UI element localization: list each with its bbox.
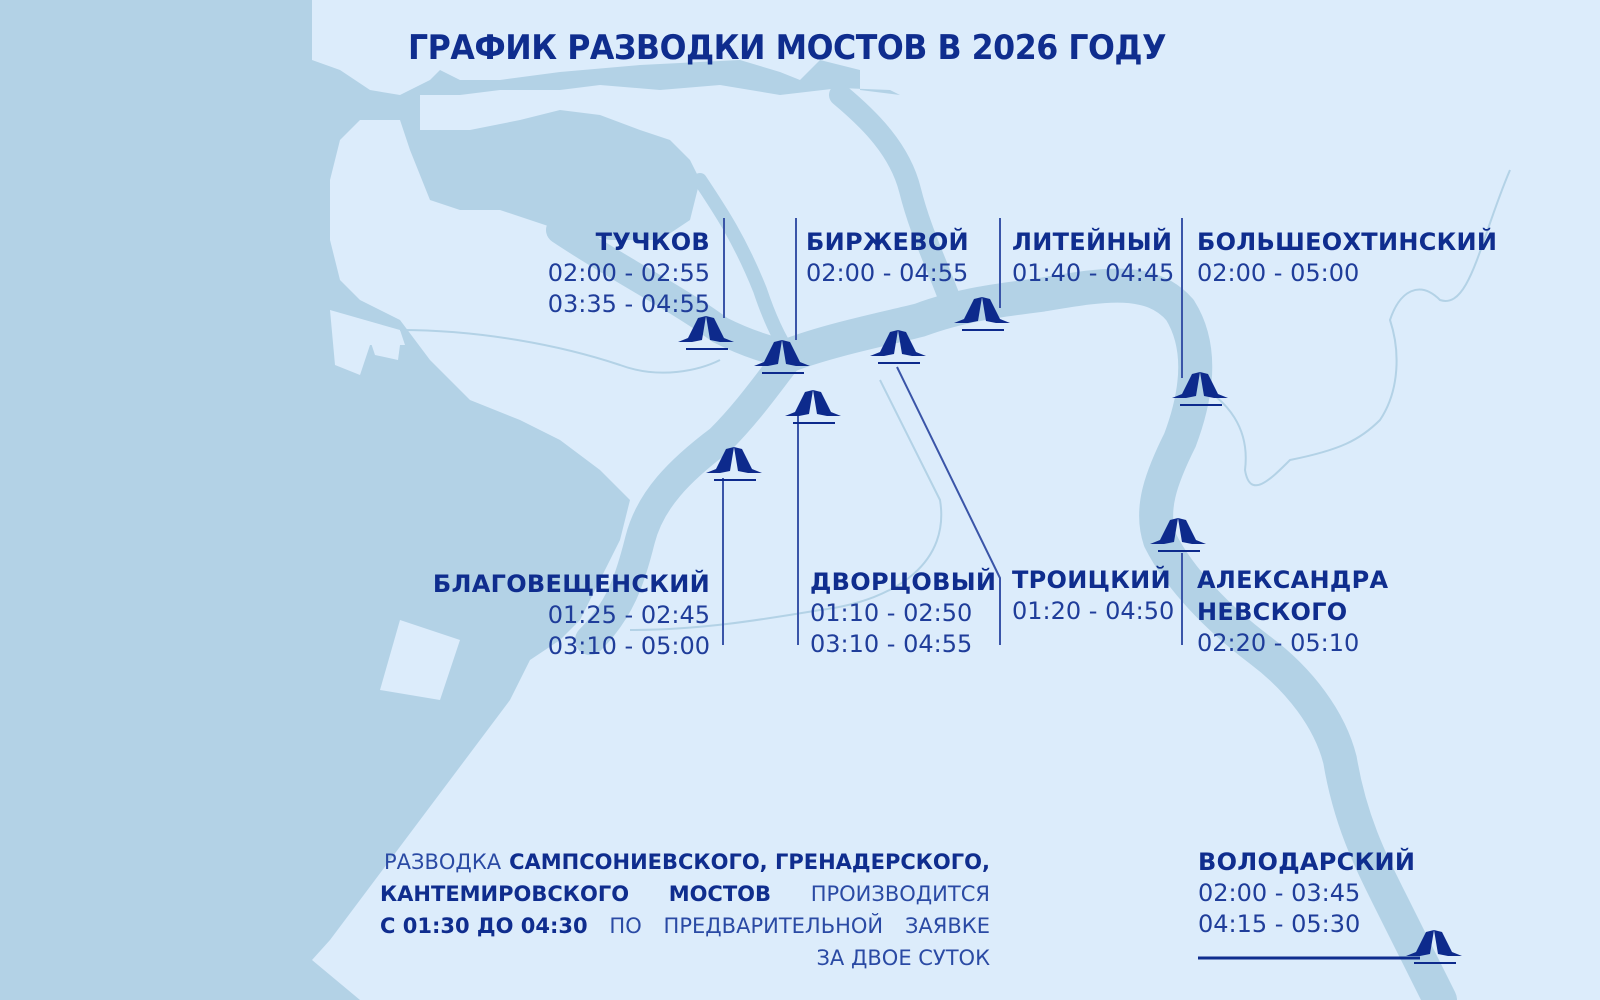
bridge-time: 01:40 - 04:45	[1012, 259, 1175, 287]
bridge-time: 02:00 - 04:55	[806, 259, 969, 287]
bridge-bolsheokhtinsky: БОЛЬШЕОХТИНСКИЙ 02:00 - 05:00	[1197, 226, 1497, 289]
bridge-volodarsky: ВОЛОДАРСКИЙ 02:00 - 03:45 04:15 - 05:30	[1198, 846, 1415, 940]
note-text: ПРОИЗВОДИТСЯ	[810, 882, 990, 906]
note-time: С 01:30 ДО 04:30	[380, 914, 588, 938]
bridge-name: АЛЕКСАНДРА	[1197, 566, 1389, 594]
note-text: ПО	[609, 914, 642, 938]
bridge-blagoveshchensky: БЛАГОВЕЩЕНСКИЙ 01:25 - 02:45 03:10 - 05:…	[433, 568, 710, 662]
bridge-name: БОЛЬШЕОХТИНСКИЙ	[1197, 228, 1498, 256]
bridge-time: 04:15 - 05:30	[1198, 910, 1361, 938]
bridge-time: 01:20 - 04:50	[1012, 597, 1175, 625]
note-bridges: КАНТЕМИРОВСКОГО	[380, 882, 630, 906]
water-bodies	[312, 60, 900, 1000]
bridge-time: 01:25 - 02:45	[547, 601, 710, 629]
note-text: ЗА ДВОЕ СУТОК	[816, 946, 990, 970]
bridge-troitsky: ТРОИЦКИЙ 01:20 - 04:50	[1012, 564, 1174, 627]
note-bridges: САМПСОНИЕВСКОГО, ГРЕНАДЕРСКОГО,	[509, 850, 990, 874]
note-text: ПРЕДВАРИТЕЛЬНОЙ	[663, 914, 884, 938]
bridge-tuchkov: ТУЧКОВ 02:00 - 02:55 03:35 - 04:55	[548, 226, 710, 320]
bridge-alexandra-nevskogo: АЛЕКСАНДРА НЕВСКОГО 02:20 - 05:10	[1197, 564, 1388, 659]
bridge-time: 02:00 - 03:45	[1198, 879, 1361, 907]
bridge-time: 03:10 - 04:55	[810, 630, 973, 658]
bridge-name: БИРЖЕВОЙ	[806, 228, 969, 256]
bridge-time: 03:10 - 05:00	[547, 632, 710, 660]
gulf-water-panel	[0, 0, 312, 1000]
note-bridges: МОСТОВ	[668, 882, 772, 906]
bridge-time: 02:00 - 02:55	[547, 259, 710, 287]
note-on-request-bridges: РАЗВОДКА САМПСОНИЕВСКОГО, ГРЕНАДЕРСКОГО,…	[380, 846, 990, 974]
bridge-time: 01:10 - 02:50	[810, 599, 973, 627]
note-text: ЗАЯВКЕ	[904, 914, 990, 938]
bridge-name: ДВОРЦОВЫЙ	[810, 568, 997, 596]
bridge-name: БЛАГОВЕЩЕНСКИЙ	[432, 570, 710, 598]
bridge-name: НЕВСКОГО	[1197, 598, 1348, 626]
bridge-time: 03:35 - 04:55	[547, 290, 710, 318]
bridge-name: ТРОИЦКИЙ	[1012, 566, 1171, 594]
note-text: РАЗВОДКА	[383, 850, 502, 874]
bridge-time: 02:20 - 05:10	[1197, 629, 1360, 657]
bridge-name: ЛИТЕЙНЫЙ	[1012, 228, 1173, 256]
bridge-icons	[678, 297, 1462, 964]
bridge-dvortsovy: ДВОРЦОВЫЙ 01:10 - 02:50 03:10 - 04:55	[810, 566, 996, 660]
bridge-time: 02:00 - 05:00	[1197, 259, 1360, 287]
bridge-name: ТУЧКОВ	[595, 228, 710, 256]
bridge-name: ВОЛОДАРСКИЙ	[1198, 848, 1416, 876]
bridge-birzhevoy: БИРЖЕВОЙ 02:00 - 04:55	[806, 226, 969, 289]
bridge-liteyny: ЛИТЕЙНЫЙ 01:40 - 04:45	[1012, 226, 1174, 289]
page-title: ГРАФИК РАЗВОДКИ МОСТОВ В 2026 ГОДУ	[408, 28, 1167, 68]
